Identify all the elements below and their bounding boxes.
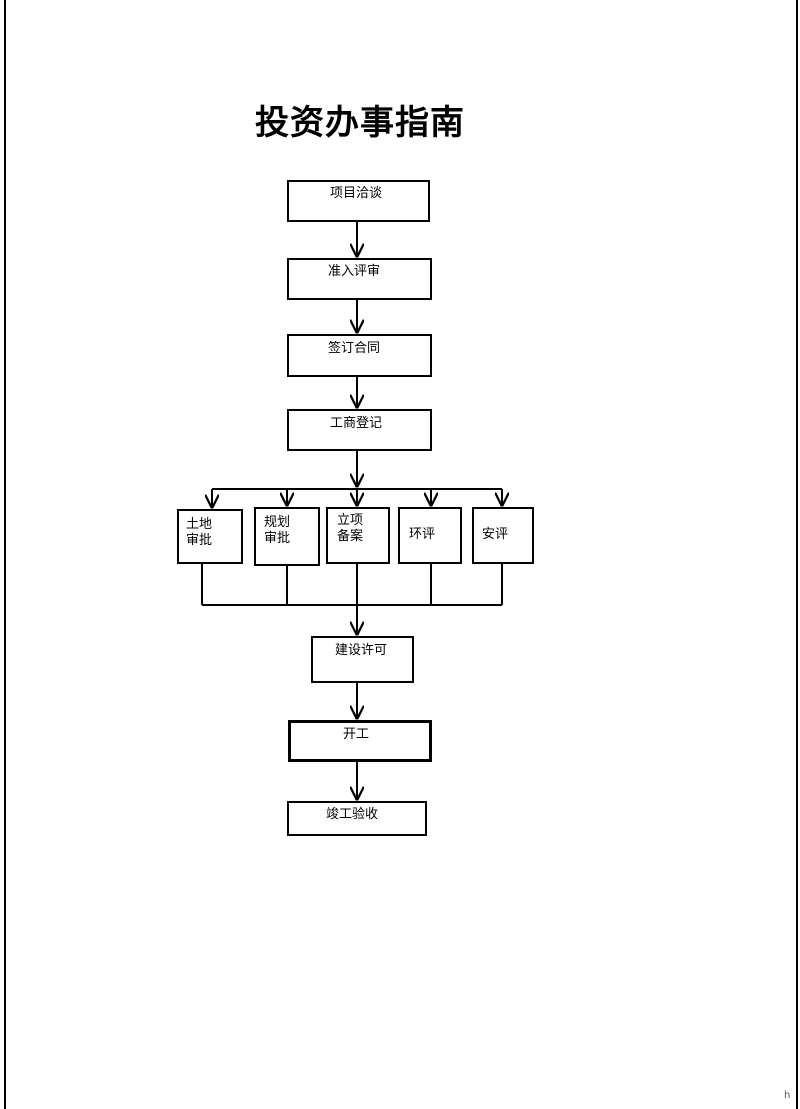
step-label: 工商登记 bbox=[330, 416, 383, 431]
step-label: 准入评审 bbox=[328, 264, 381, 279]
step-completion-acceptance: 竣工验收 bbox=[287, 801, 427, 836]
step-business-registration: 工商登记 bbox=[287, 409, 432, 451]
step-label: 签订合同 bbox=[328, 341, 381, 356]
page-corner-mark: h bbox=[784, 1090, 791, 1101]
parallel-label: 规划 审批 bbox=[264, 515, 291, 546]
parallel-project-record: 立项 备案 bbox=[326, 507, 390, 564]
step-label: 开工 bbox=[343, 727, 370, 742]
parallel-label: 安评 bbox=[482, 527, 509, 542]
parallel-environmental-assessment: 环评 bbox=[398, 507, 462, 564]
parallel-safety-assessment: 安评 bbox=[472, 507, 534, 564]
page-right-border bbox=[796, 0, 798, 1109]
step-project-negotiation: 项目洽谈 bbox=[287, 180, 430, 222]
parallel-label: 立项 备案 bbox=[337, 513, 364, 544]
parallel-label: 土地 审批 bbox=[186, 517, 213, 548]
parallel-label: 环评 bbox=[409, 527, 436, 542]
step-label: 建设许可 bbox=[335, 643, 388, 658]
step-construction-permit: 建设许可 bbox=[311, 636, 414, 683]
page-title: 投资办事指南 bbox=[255, 103, 465, 143]
step-label: 竣工验收 bbox=[326, 807, 379, 822]
step-start-construction: 开工 bbox=[288, 720, 432, 762]
parallel-planning-approval: 规划 审批 bbox=[254, 507, 320, 566]
parallel-land-approval: 土地 审批 bbox=[177, 509, 243, 564]
step-label: 项目洽谈 bbox=[330, 186, 383, 201]
page-left-border bbox=[4, 0, 6, 1109]
step-sign-contract: 签订合同 bbox=[287, 334, 432, 377]
step-access-review: 准入评审 bbox=[287, 258, 432, 300]
